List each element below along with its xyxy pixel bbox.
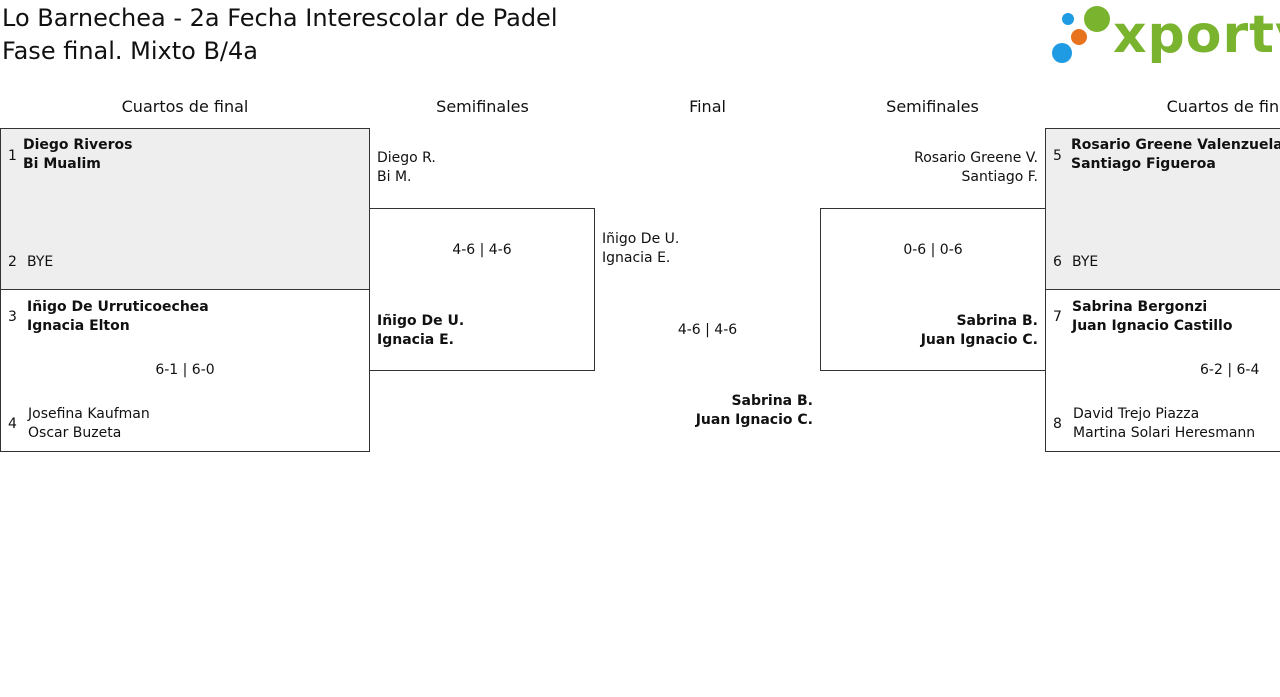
page-subtitle: Fase final. Mixto B/4a (2, 37, 258, 65)
player-name: Oscar Buzeta (28, 425, 122, 441)
player-name: Santiago Figueroa (1071, 156, 1216, 172)
final-player: Sabrina B. (731, 393, 813, 409)
player-name: Josefina Kaufman (28, 406, 150, 422)
seed-number: 5 (1053, 148, 1062, 164)
round-heading-left-quarters: Cuartos de final (121, 97, 249, 116)
match-score: 6-1 | 6-0 (155, 362, 215, 378)
semifinal-player: Ignacia E. (377, 332, 454, 348)
player-name: Diego Riveros (23, 137, 133, 153)
logo-text: xporty (1113, 5, 1280, 65)
semifinal-player: Rosario Greene V. (914, 150, 1038, 166)
seed-number: 8 (1053, 416, 1062, 432)
match-score: 6-2 | 6-4 (1200, 362, 1260, 378)
player-name: Juan Ignacio Castillo (1072, 318, 1233, 334)
left-quarter-match-2[interactable]: 3 Iñigo De Urruticoechea Ignacia Elton 6… (0, 289, 370, 452)
semifinal-player: Iñigo De U. (377, 313, 465, 329)
xporty-logo[interactable]: xporty (1050, 2, 1280, 68)
right-quarter-match-1[interactable]: 5 Rosario Greene Valenzuela Santiago Fig… (1045, 128, 1280, 290)
bye-label: BYE (1072, 254, 1099, 270)
semifinal-player: Diego R. (377, 150, 436, 166)
semifinal-player: Sabrina B. (956, 313, 1038, 329)
seed-number: 3 (8, 309, 17, 325)
player-name: Rosario Greene Valenzuela (1071, 137, 1280, 153)
round-heading-left-semis: Semifinales (436, 97, 529, 116)
final-score: 4-6 | 4-6 (677, 322, 738, 338)
left-quarter-match-1[interactable]: 1 Diego Riveros Bi Mualim 2 BYE (0, 128, 370, 290)
player-name: Sabrina Bergonzi (1072, 299, 1208, 315)
round-heading-final: Final (689, 97, 726, 116)
semifinal-player: Juan Ignacio C. (920, 332, 1038, 348)
semifinal-player: Santiago F. (961, 169, 1038, 185)
seed-number: 7 (1053, 309, 1062, 325)
match-score: 0-6 | 0-6 (903, 242, 963, 258)
seed-number: 2 (8, 254, 17, 270)
round-heading-right-quarters: Cuartos de final (1166, 97, 1280, 116)
player-name: Ignacia Elton (27, 318, 130, 334)
seed-number: 1 (8, 148, 17, 164)
right-quarter-match-2[interactable]: 7 Sabrina Bergonzi Juan Ignacio Castillo… (1045, 289, 1280, 452)
seed-number: 6 (1053, 254, 1062, 270)
logo-dots-icon (1052, 6, 1110, 63)
right-semifinal-match[interactable]: 0-6 | 0-6 Sabrina B. Juan Ignacio C. (820, 208, 1046, 371)
final-player: Juan Ignacio C. (695, 412, 813, 428)
player-name: Bi Mualim (23, 156, 101, 172)
final-player: Iñigo De U. (602, 231, 680, 247)
player-name: Martina Solari Heresmann (1073, 425, 1256, 441)
round-heading-right-semis: Semifinales (886, 97, 979, 116)
final-player: Ignacia E. (602, 250, 671, 266)
left-semifinal-match[interactable]: 4-6 | 4-6 Iñigo De U. Ignacia E. (369, 208, 595, 371)
match-score: 4-6 | 4-6 (452, 242, 512, 258)
seed-number: 4 (8, 416, 17, 432)
player-name: David Trejo Piazza (1073, 406, 1200, 422)
page-title: Lo Barnechea - 2a Fecha Interescolar de … (2, 4, 558, 32)
bye-label: BYE (27, 254, 54, 270)
player-name: Iñigo De Urruticoechea (27, 299, 209, 315)
semifinal-player: Bi M. (377, 169, 412, 185)
